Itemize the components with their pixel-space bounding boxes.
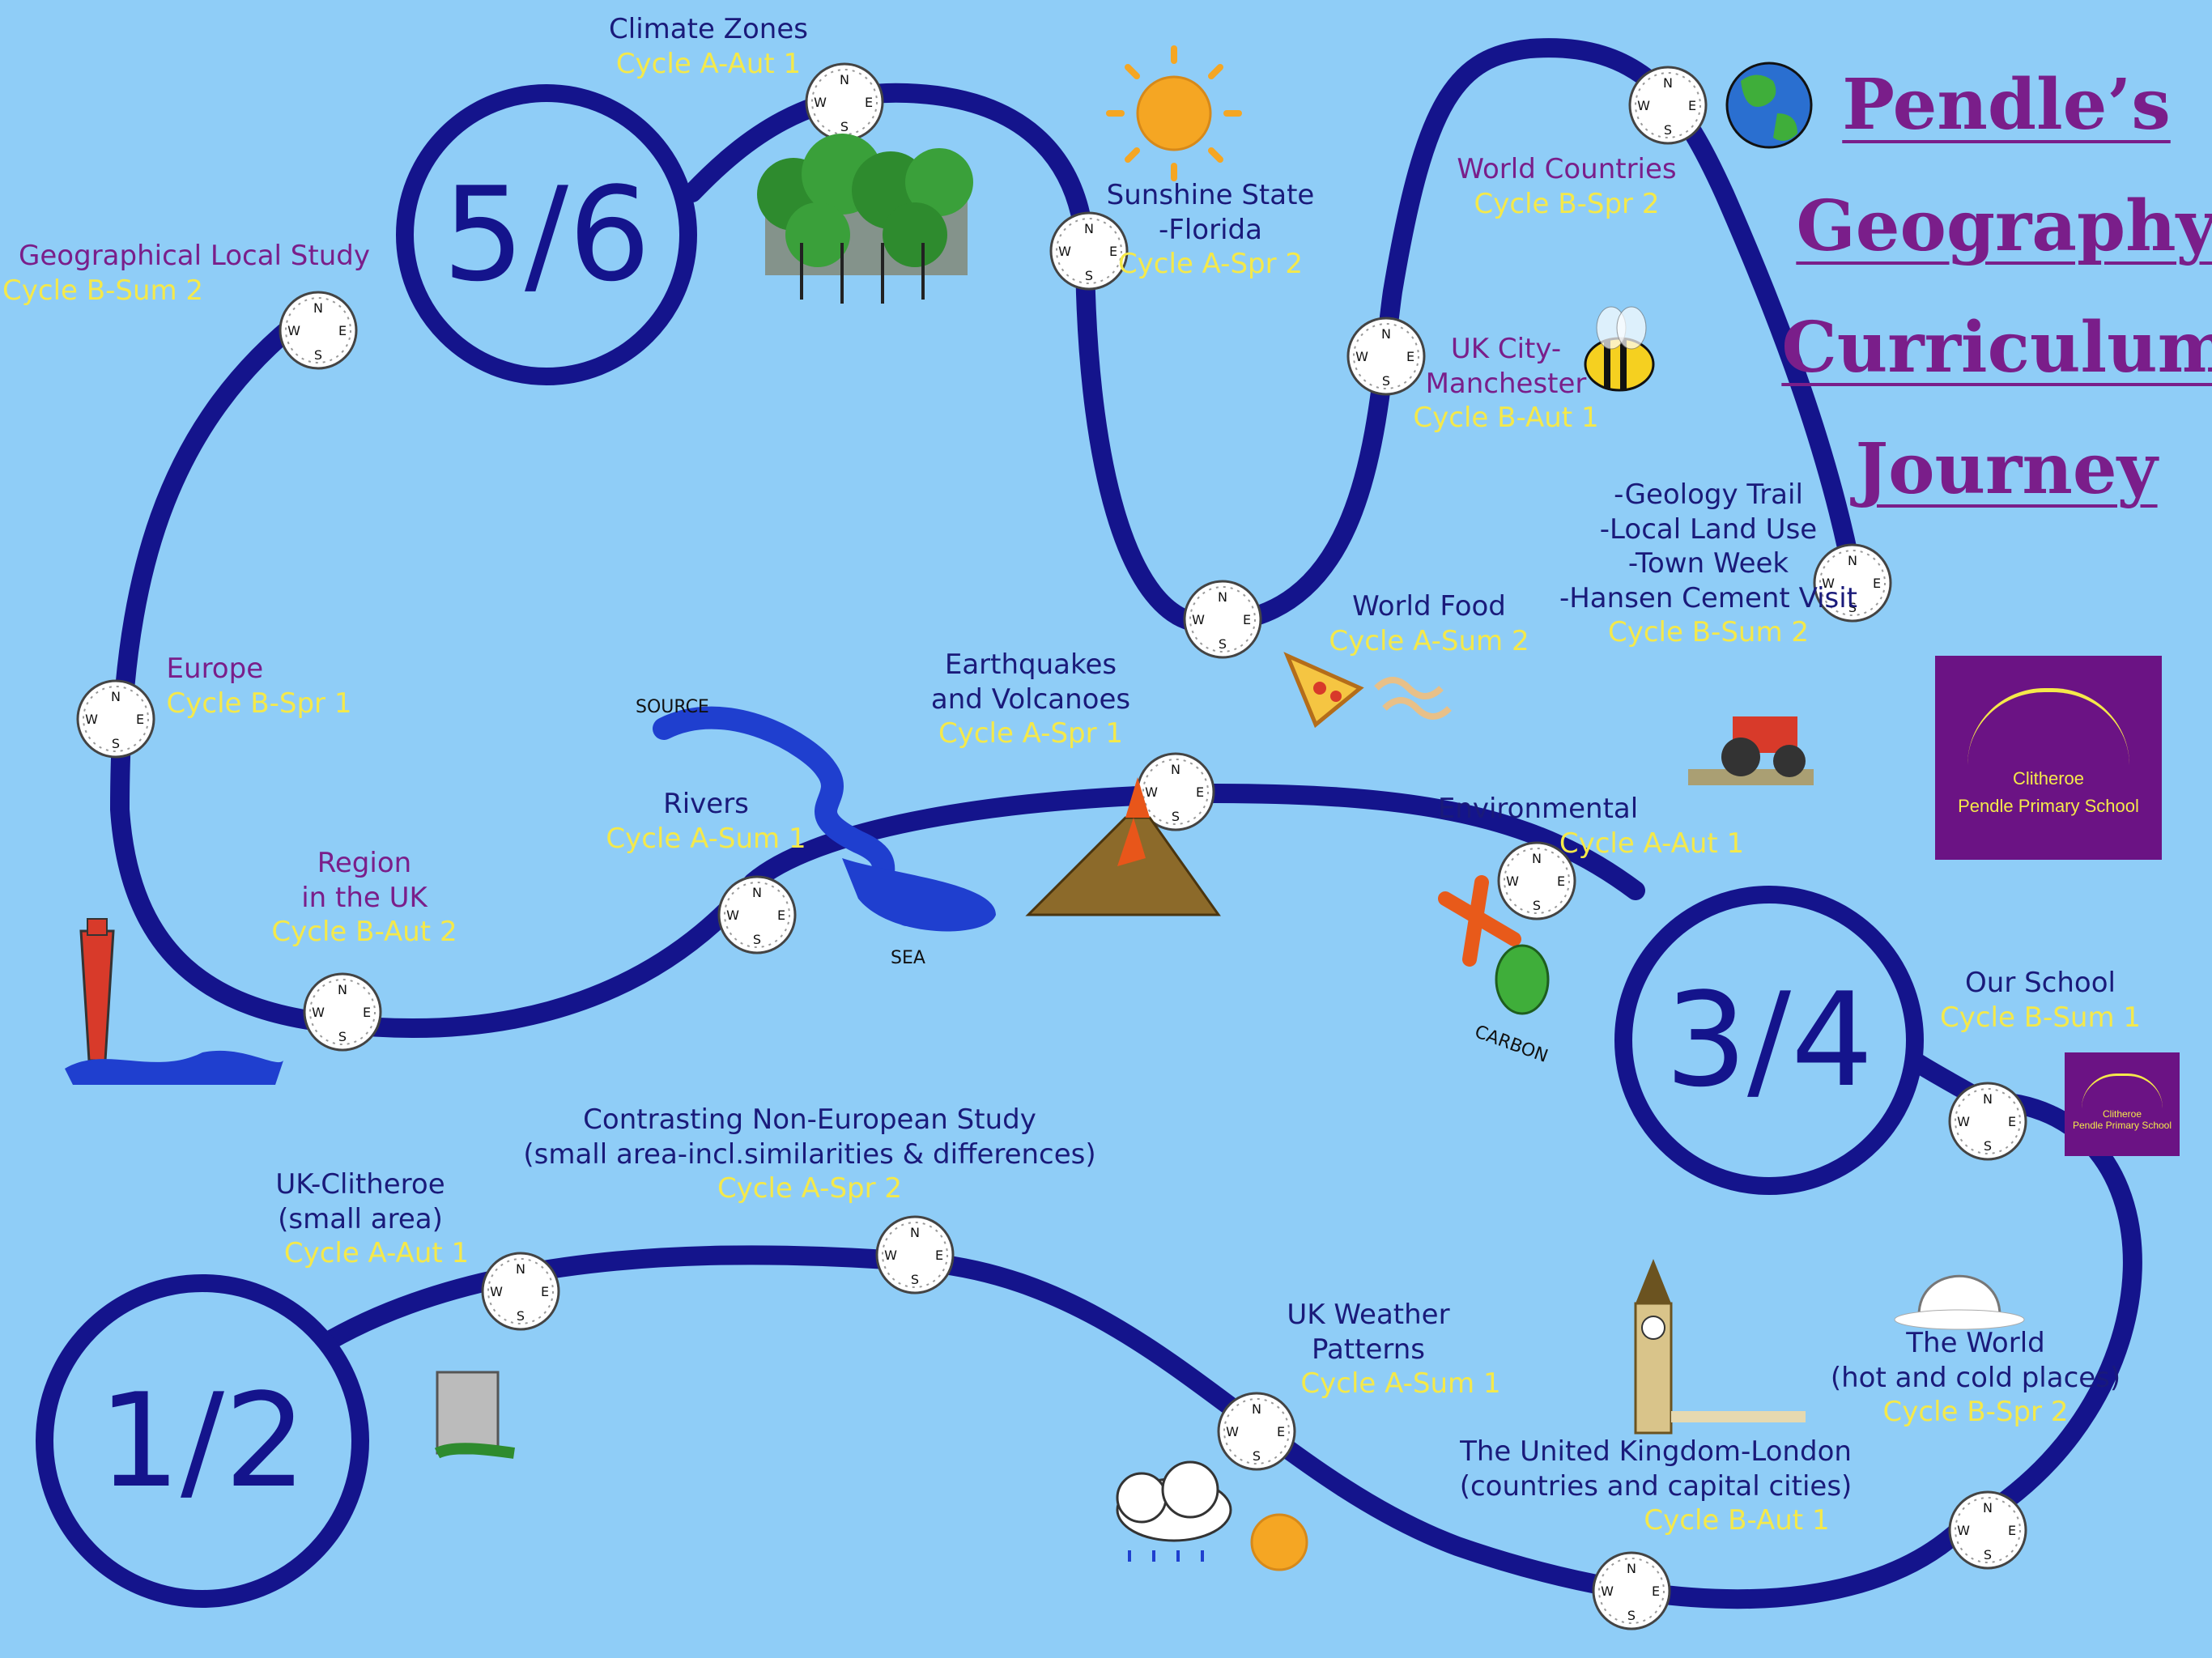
topic-uk-weather: UK Weather Patterns Cycle A-Sum 1 <box>1287 1299 1501 1400</box>
title-line: Journey <box>1855 428 2158 510</box>
compass-icon <box>1592 1551 1671 1630</box>
topic-uk-london: The United Kingdom-London (countries and… <box>1459 1435 1853 1537</box>
title-line: Curriculum <box>1781 307 2212 389</box>
stage-label-3-4: 3/4 <box>1665 964 1874 1116</box>
stage-circle-1-2 <box>36 1274 369 1608</box>
compass-icon <box>1183 580 1262 659</box>
weather-icons <box>1116 1460 1308 1571</box>
topic-region-uk: Region in the UK Cycle B-Aut 2 <box>271 847 457 948</box>
stage-label-5-6: 5/6 <box>442 159 651 310</box>
topic-world-food: World Food Cycle A-Sum 2 <box>1329 590 1529 657</box>
stage-circle-3-4 <box>1614 886 1924 1195</box>
school-logo-small: Clitheroe Pendle Primary School <box>2065 1052 2180 1156</box>
compass-icon <box>76 679 155 759</box>
pasta-icon <box>1374 677 1452 720</box>
topic-environmental: Environmental Cycle A-Aut 1 <box>1437 793 1745 860</box>
topic-uk-clitheroe: UK-Clitheroe (small area) Cycle A-Aut 1 <box>275 1168 470 1269</box>
topic-our-school: Our School Cycle B-Sum 1 <box>1939 967 2142 1034</box>
svg-text:SEA: SEA <box>891 948 925 968</box>
topic-climate-zones: Climate Zones Cycle A-Aut 1 <box>609 13 808 80</box>
compass-icon <box>1948 1490 2027 1570</box>
title-line: Pendle’s <box>1842 64 2171 146</box>
school-logo-line: Clitheroe <box>2012 768 2085 789</box>
igloo-icon <box>1894 1274 2025 1330</box>
title-line: Geography <box>1796 185 2212 267</box>
topic-earthquakes-volcanoes: Earthquakes and Volcanoes Cycle A-Spr 1 <box>930 648 1131 750</box>
tractor-icon <box>1688 716 1814 785</box>
compass-icon <box>875 1215 955 1295</box>
school-logo: Clitheroe Pendle Primary School <box>1935 656 2162 860</box>
forest-icon <box>757 134 973 304</box>
bee-icon <box>1584 306 1655 392</box>
lighthouse-icon <box>65 918 283 1085</box>
globe-icon <box>1725 62 1813 149</box>
castle-icon <box>434 1371 515 1459</box>
school-logo-mark <box>1967 688 2129 765</box>
stage-label-1-2: 1/2 <box>98 1365 307 1516</box>
topic-the-world: The World (hot and cold places) Cycle B-… <box>1830 1327 2121 1428</box>
topic-europe: Europe Cycle B-Spr 1 <box>166 653 352 720</box>
page-title: Pendle’s Geography Curriculum Journey <box>1781 45 2212 530</box>
topic-world-countries: World Countries Cycle B-Spr 2 <box>1457 153 1677 220</box>
big-ben-icon <box>1634 1259 1806 1435</box>
sun-icon <box>1106 45 1242 181</box>
topic-rivers: Rivers Cycle A-Sum 1 <box>606 788 806 855</box>
school-logo-line: Pendle Primary School <box>1958 796 2139 816</box>
pizza-icon <box>1283 652 1364 729</box>
compass-icon <box>1948 1082 2027 1161</box>
svg-text:CARBON: CARBON <box>1472 1022 1551 1067</box>
compass-icon <box>481 1252 560 1331</box>
school-logo-mark <box>2082 1073 2163 1108</box>
topic-sunshine-state: Sunshine State -Florida Cycle A-Spr 2 <box>1106 179 1315 280</box>
compass-icon <box>303 972 382 1052</box>
compass-icon <box>1628 66 1708 145</box>
school-logo-line: Clitheroe <box>2102 1108 2142 1120</box>
compass-icon <box>1217 1392 1296 1471</box>
topic-local-trail: -Geology Trail -Local Land Use -Town Wee… <box>1559 478 1858 648</box>
volcano-icon <box>1025 777 1221 916</box>
stage-circle-5-6 <box>396 84 697 385</box>
topic-contrasting-study: Contrasting Non-European Study (small ar… <box>523 1103 1096 1205</box>
compass-icon <box>717 875 797 954</box>
river-icon: SOURCE SEA <box>636 697 996 968</box>
topic-geographical-local-study: Geographical Local Study Cycle B-Sum 2 <box>2 240 370 307</box>
topic-uk-city: UK City- Manchester Cycle B-Aut 1 <box>1413 333 1599 434</box>
school-logo-line: Pendle Primary School <box>2072 1120 2172 1131</box>
svg-text:SOURCE: SOURCE <box>636 697 709 717</box>
compass-icon <box>805 62 884 142</box>
